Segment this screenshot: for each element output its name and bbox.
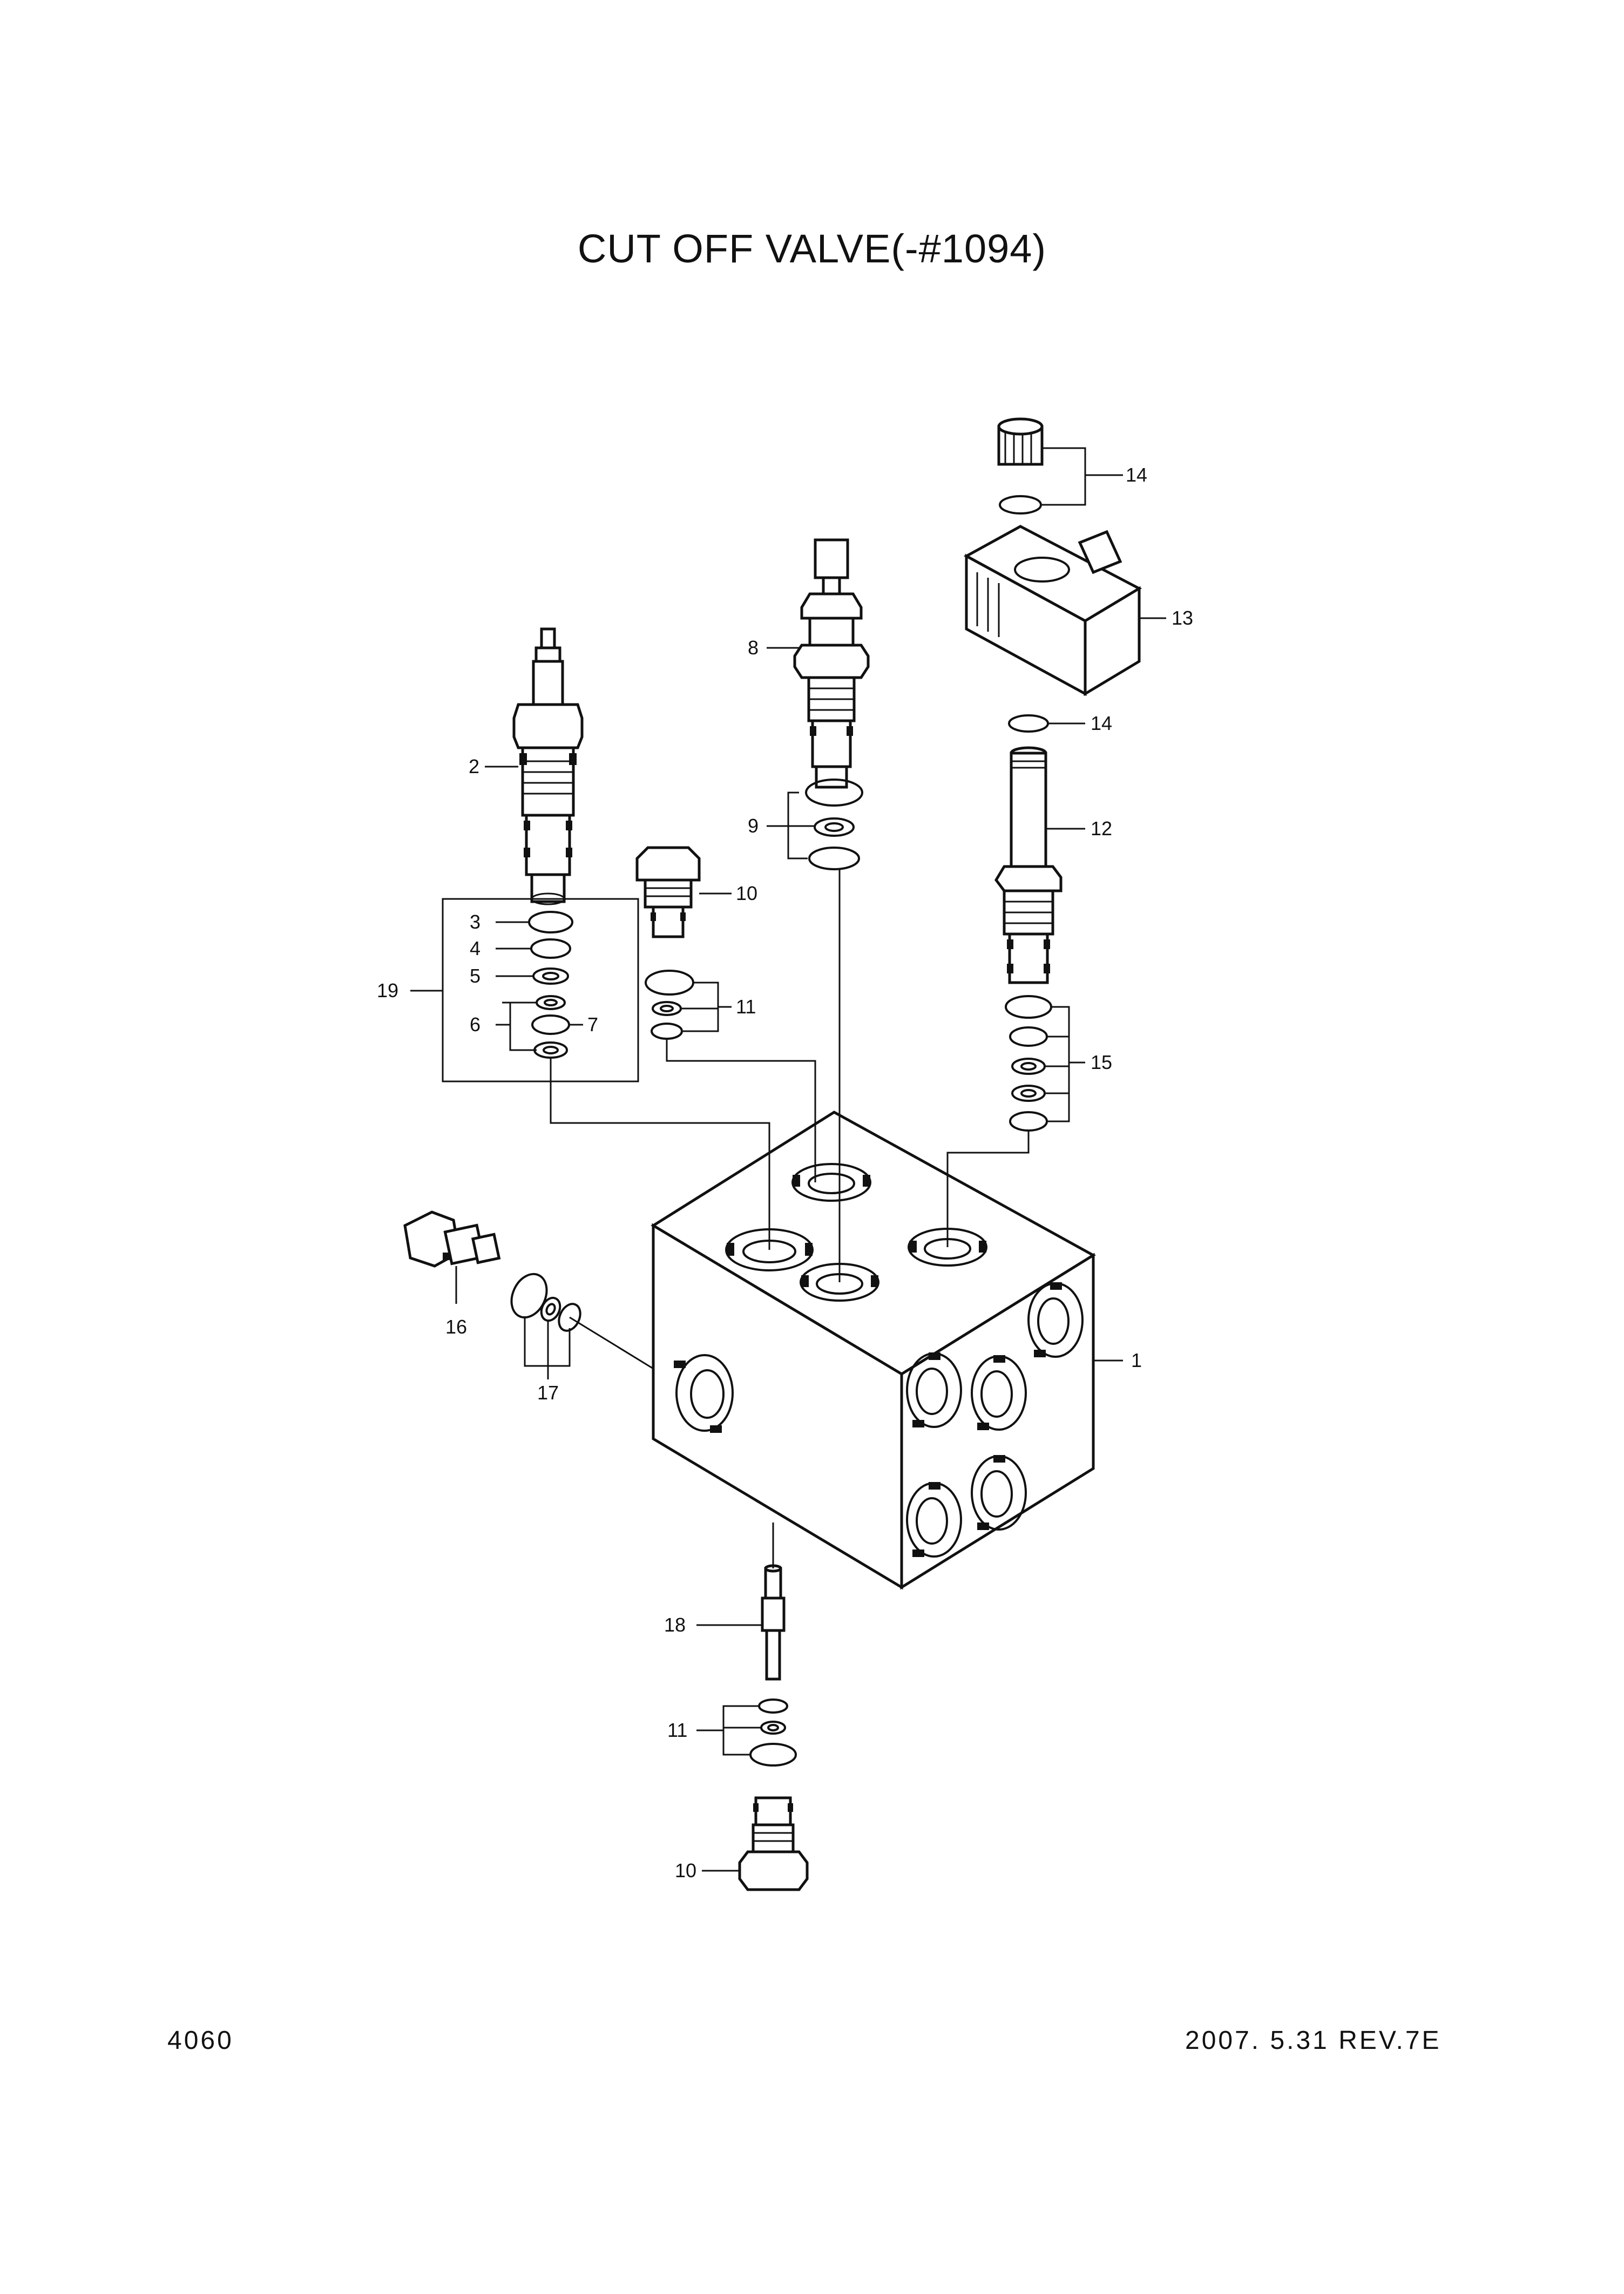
callout-11-upper: 11 xyxy=(736,996,756,1018)
seal-kit-11-lower xyxy=(749,1698,797,1767)
side-port xyxy=(1027,1282,1084,1358)
callout-9: 9 xyxy=(748,815,759,837)
callout-2: 2 xyxy=(469,755,479,777)
callout-14-upper: 14 xyxy=(1126,464,1147,486)
seal-kit-15 xyxy=(1005,995,1052,1132)
callout-10-lower: 10 xyxy=(675,1859,696,1882)
callout-10-upper: 10 xyxy=(736,882,757,904)
relief-valve-8 xyxy=(793,538,870,789)
solenoid-cartridge-12 xyxy=(994,746,1063,984)
callout-15: 15 xyxy=(1091,1051,1112,1073)
page-number: 4060 xyxy=(167,2026,234,2055)
seal-kit-9 xyxy=(805,779,863,870)
top-port xyxy=(908,1228,987,1267)
side-port xyxy=(971,1455,1027,1531)
valve-block xyxy=(651,1111,1096,1590)
side-port xyxy=(906,1482,962,1558)
callout-5: 5 xyxy=(470,965,481,987)
leader-lines xyxy=(410,447,1166,1872)
callout-7: 7 xyxy=(587,1013,598,1036)
seal-kit-17 xyxy=(510,1273,581,1332)
callout-14-lower: 14 xyxy=(1091,712,1112,734)
callout-18: 18 xyxy=(664,1614,686,1636)
callout-6: 6 xyxy=(470,1013,481,1036)
solenoid-coil-13 xyxy=(963,525,1142,696)
o-ring-14-upper xyxy=(999,495,1042,515)
plug-10-upper xyxy=(635,846,701,938)
diagram-title: CUT OFF VALVE(-#1094) xyxy=(577,226,1047,271)
callout-16: 16 xyxy=(445,1316,467,1338)
pin-18 xyxy=(761,1564,786,1681)
solenoid-nut-14 xyxy=(997,417,1044,466)
cartridge-valve-2 xyxy=(512,627,584,905)
callout-12: 12 xyxy=(1091,817,1112,840)
callout-11-lower: 11 xyxy=(667,1719,687,1741)
callout-8: 8 xyxy=(748,637,759,659)
callout-1: 1 xyxy=(1131,1349,1142,1371)
callout-labels: 1 2 3 4 5 6 7 8 9 10 10 11 11 12 13 14 1… xyxy=(377,464,1193,1882)
assembly-lines xyxy=(550,869,1030,1568)
callout-3: 3 xyxy=(470,911,481,933)
top-port xyxy=(791,1163,871,1202)
seal-kit-items xyxy=(528,911,573,1059)
callout-17: 17 xyxy=(537,1382,559,1404)
revision-date: 2007. 5.31 REV.7E xyxy=(1185,2026,1442,2055)
seal-kit-11-upper xyxy=(645,970,694,1040)
plug-10-lower xyxy=(738,1796,809,1891)
plug-16 xyxy=(403,1210,501,1268)
callout-13: 13 xyxy=(1172,607,1193,629)
callout-4: 4 xyxy=(470,937,481,959)
callout-19: 19 xyxy=(377,979,398,1001)
side-port xyxy=(906,1352,962,1428)
side-port xyxy=(674,1354,734,1433)
side-port xyxy=(971,1355,1027,1431)
o-ring-14-lower xyxy=(1008,714,1049,733)
